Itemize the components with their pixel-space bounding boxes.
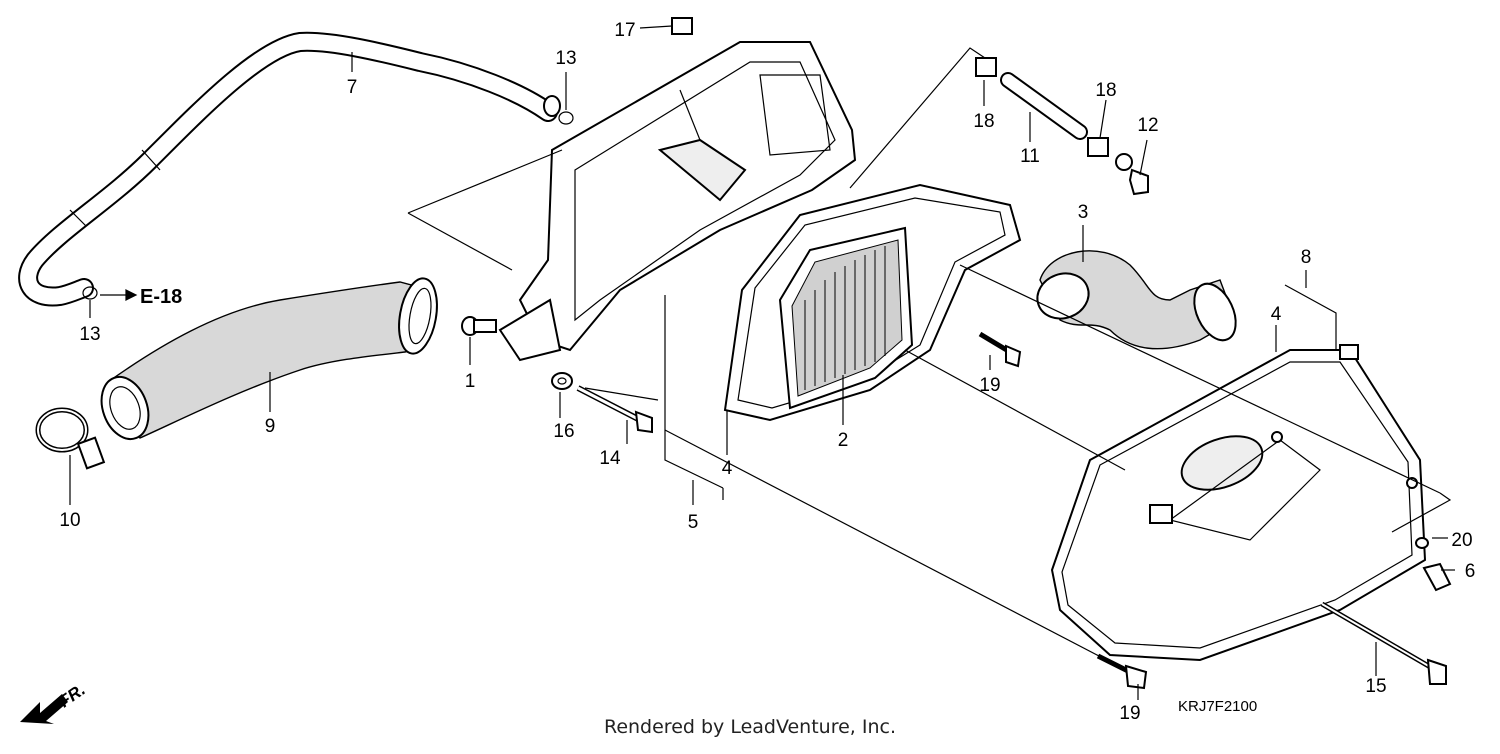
screw-19-upper[interactable] bbox=[978, 331, 1022, 368]
callout-18-left[interactable]: 18 bbox=[973, 111, 994, 132]
callout-8[interactable]: 8 bbox=[1301, 247, 1312, 268]
callout-13-lower[interactable]: 13 bbox=[79, 324, 100, 345]
reference-e18[interactable]: E-18 bbox=[140, 286, 182, 308]
air-cleaner-case[interactable] bbox=[498, 41, 857, 362]
callout-19-lower[interactable]: 19 bbox=[1119, 703, 1140, 724]
air-cleaner-element[interactable] bbox=[778, 226, 914, 410]
screw-15[interactable] bbox=[1320, 601, 1447, 685]
clip-20[interactable] bbox=[1415, 537, 1429, 549]
bolt-14[interactable] bbox=[576, 385, 653, 434]
callout-10[interactable]: 10 bbox=[59, 510, 80, 531]
diagram-code: KRJ7F2100 bbox=[1178, 698, 1257, 715]
callout-4-gasket[interactable]: 4 bbox=[722, 458, 733, 479]
leader-lines bbox=[69, 25, 1455, 700]
air-cleaner-cover[interactable] bbox=[1050, 344, 1427, 662]
screw-1[interactable] bbox=[461, 316, 497, 336]
callout-19-upper[interactable]: 19 bbox=[979, 375, 1000, 396]
callout-14[interactable]: 14 bbox=[599, 448, 621, 469]
clip-17[interactable] bbox=[671, 17, 693, 35]
hose-clamp-upper[interactable] bbox=[558, 111, 574, 125]
callout-3[interactable]: 3 bbox=[1078, 202, 1089, 223]
callout-6[interactable]: 6 bbox=[1465, 561, 1476, 582]
callout-20[interactable]: 20 bbox=[1451, 530, 1472, 551]
footer-credit: Rendered by LeadVenture, Inc. bbox=[603, 716, 897, 738]
connecting-tube[interactable] bbox=[93, 275, 442, 445]
callout-7[interactable]: 7 bbox=[347, 77, 358, 98]
callout-4-cover[interactable]: 4 bbox=[1271, 304, 1282, 325]
hose-clamp-lower[interactable] bbox=[82, 286, 98, 300]
callout-13-upper[interactable]: 13 bbox=[555, 48, 576, 69]
callout-18-right[interactable]: 18 bbox=[1095, 80, 1116, 101]
callout-17[interactable]: 17 bbox=[614, 20, 635, 41]
grommet[interactable] bbox=[551, 372, 573, 390]
callout-1[interactable]: 1 bbox=[465, 371, 476, 392]
callout-9[interactable]: 9 bbox=[265, 416, 276, 437]
callout-16[interactable]: 16 bbox=[553, 421, 574, 442]
drain-plug-6[interactable] bbox=[1422, 562, 1452, 592]
callout-5[interactable]: 5 bbox=[688, 512, 699, 533]
tube-clip-18-left[interactable] bbox=[975, 57, 997, 77]
drain-tube-11[interactable] bbox=[1000, 72, 1088, 140]
intake-duct[interactable] bbox=[1031, 250, 1244, 350]
assembly-lines bbox=[407, 47, 1452, 669]
callout-15[interactable]: 15 bbox=[1365, 676, 1386, 697]
drain-plug-12[interactable] bbox=[1115, 153, 1149, 196]
callout-12[interactable]: 12 bbox=[1137, 115, 1158, 136]
callout-2[interactable]: 2 bbox=[838, 430, 849, 451]
callout-11[interactable]: 11 bbox=[1020, 146, 1040, 167]
tube-clip-18-right[interactable] bbox=[1087, 137, 1109, 157]
breather-hose[interactable] bbox=[18, 31, 561, 307]
screw-19-lower[interactable] bbox=[1096, 653, 1148, 690]
tube-band[interactable] bbox=[35, 407, 106, 470]
callout-labels: 1 2 3 4 4 4 5 6 7 8 9 10 11 12 13 13 14 … bbox=[59, 20, 1475, 724]
